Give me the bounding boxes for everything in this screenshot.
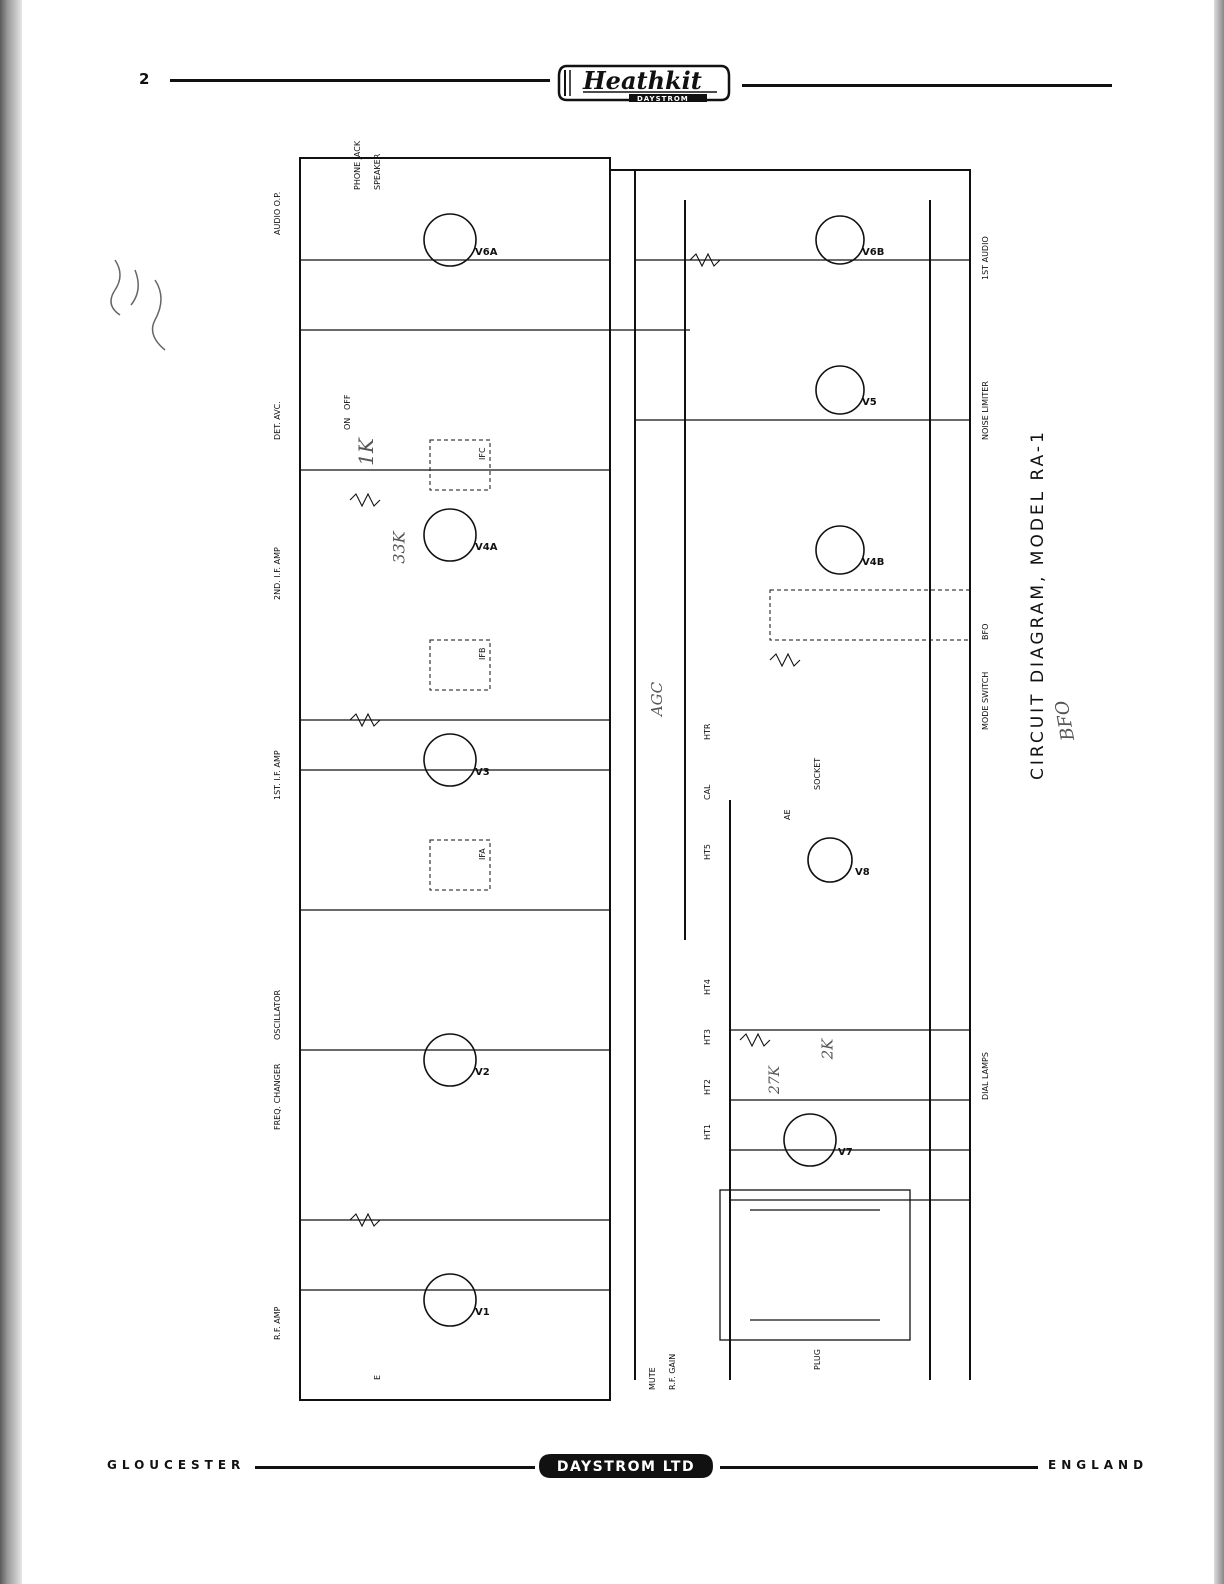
power-transformer xyxy=(719,1189,911,1341)
header-rule-left xyxy=(170,79,550,82)
label-rf-amp: R.F. AMP xyxy=(273,1306,282,1340)
daystrom-text: DAYSTROM LTD xyxy=(557,1459,695,1475)
label-speaker: SPEAKER xyxy=(373,153,382,190)
handwritten-2k: 2K xyxy=(818,1038,837,1060)
label-ae: AE xyxy=(783,809,792,820)
diagram-caption: CIRCUIT DIAGRAM, MODEL RA-1 xyxy=(1028,429,1048,780)
heathkit-logo: Heathkit DAYSTROM xyxy=(557,64,731,103)
footer-rule-left xyxy=(255,1466,535,1469)
tube-v5: V5 xyxy=(862,397,877,408)
label-freq-changer: FREQ. CHANGER xyxy=(273,1063,282,1130)
label-on: ON xyxy=(343,418,352,430)
handwritten-27k: 27K xyxy=(767,1065,784,1095)
label-ht5: HT5 xyxy=(703,844,712,860)
tube-labels: V1 V2 V3 V4A V4B V5 V6A V6B V7 V8 xyxy=(475,247,884,1318)
label-oscillator: OSCILLATOR xyxy=(273,990,282,1040)
label-2nd-if-amp: 2ND. I.F. AMP xyxy=(273,547,282,600)
label-htr: HTR xyxy=(703,723,712,740)
footer-right: ENGLAND xyxy=(1048,1458,1149,1472)
handwritten-bfo: BFO xyxy=(1051,698,1080,743)
main-wiring xyxy=(299,157,971,1401)
tube-v7: V7 xyxy=(838,1147,853,1158)
tube-v6b: V6B xyxy=(862,247,884,258)
label-1st-audio: 1ST AUDIO xyxy=(981,236,990,280)
label-audio-op: AUDIO O.P. xyxy=(273,192,282,235)
label-ifa: IFA xyxy=(478,848,487,860)
label-bfo: BFO xyxy=(981,624,990,640)
page-number: 2 xyxy=(139,70,150,88)
misc-labels: MUTE CAL PLUG SOCKET SPEAKER PHONE JACK … xyxy=(343,140,822,1390)
label-phone-jack: PHONE JACK xyxy=(353,140,362,190)
tube-v1: V1 xyxy=(475,1307,490,1318)
tubes xyxy=(423,213,865,1327)
daystrom-logo: DAYSTROM LTD xyxy=(539,1454,713,1478)
circuit-schematic: V1 V2 V3 V4A V4B V5 V6A V6B V7 V8 xyxy=(273,140,990,1401)
label-rf-gain: R.F. GAIN xyxy=(668,1354,677,1390)
scan-edge-left xyxy=(0,0,22,1584)
handwritten-agc: AGC xyxy=(648,681,667,717)
transformer-labels: IFA IFB IFC xyxy=(478,447,487,860)
label-ht3: HT3 xyxy=(703,1029,712,1045)
label-socket: SOCKET xyxy=(813,758,822,790)
tube-v3: V3 xyxy=(475,767,490,778)
section-labels: R.F. AMP FREQ. CHANGER OSCILLATOR 1ST. I… xyxy=(273,192,990,1390)
label-e: E xyxy=(373,1375,382,1380)
label-ifc: IFC xyxy=(478,447,487,460)
label-ht1: HT1 xyxy=(703,1124,712,1140)
label-off: OFF xyxy=(343,394,352,410)
label-1st-if-amp: 1ST. I.F. AMP xyxy=(273,750,282,800)
tube-v4b: V4B xyxy=(862,557,884,568)
label-cal: CAL xyxy=(703,784,712,800)
logo-subtext: DAYSTROM xyxy=(637,95,689,103)
transformer-boxes xyxy=(429,439,971,891)
label-noise-limiter: NOISE LIMITER xyxy=(981,381,990,440)
resistor-symbols xyxy=(349,252,801,1228)
handwritten-1k: 1K xyxy=(353,438,378,466)
tube-v6a: V6A xyxy=(475,247,498,258)
handwritten-scribble xyxy=(110,259,166,351)
footer-left: GLOUCESTER xyxy=(107,1458,246,1472)
tube-v2: V2 xyxy=(475,1067,490,1078)
header-rule-right xyxy=(742,84,1112,87)
tube-v4a: V4A xyxy=(475,542,498,553)
label-det-avc: DET. AVC. xyxy=(273,401,282,440)
label-ht2: HT2 xyxy=(703,1079,712,1095)
label-ht4: HT4 xyxy=(703,979,712,995)
scan-edge-right xyxy=(1214,0,1224,1584)
label-mute: MUTE xyxy=(648,1367,657,1390)
logo-text: Heathkit xyxy=(582,66,702,95)
label-dial-lamps: DIAL LAMPS xyxy=(981,1052,990,1100)
label-mode-switch: MODE SWITCH xyxy=(981,672,990,730)
supply-labels: HT1 HT2 HT3 HT4 HT5 HTR xyxy=(703,723,712,1140)
tube-v8: V8 xyxy=(855,867,870,878)
label-ifb: IFB xyxy=(478,648,487,660)
branch-wiring xyxy=(300,259,970,1291)
footer-rule-right xyxy=(720,1466,1038,1469)
label-plug: PLUG xyxy=(813,1349,822,1370)
handwritten-33k: 33K xyxy=(389,531,409,564)
